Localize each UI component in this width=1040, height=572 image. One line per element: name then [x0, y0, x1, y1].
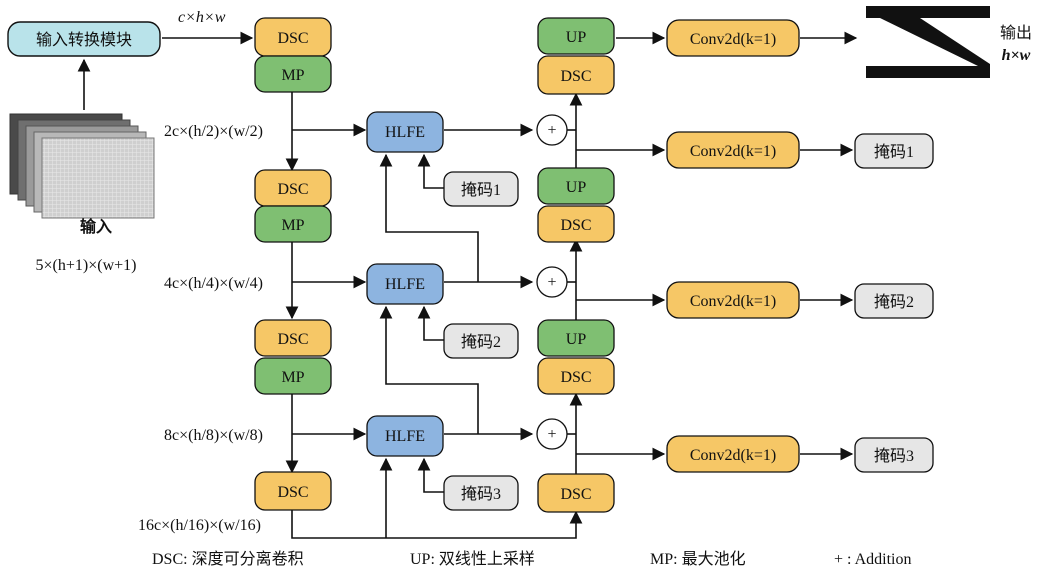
- decoder: UP DSC UP DSC UP DSC DSC: [537, 17, 615, 513]
- arrow-mask1-hlfe: [417, 153, 444, 189]
- dec-dsc-3-label: DSC: [560, 369, 591, 386]
- dim-label-1: 2c×(h/2)×(w/2): [164, 123, 263, 140]
- enc-dsc-bottleneck: [254, 471, 332, 511]
- enc-mp-1-label: MP: [281, 67, 304, 84]
- dec-dsc-3: [537, 357, 615, 395]
- dec-up-3-label: UP: [566, 331, 587, 348]
- mask-outputs: 掩码1 掩码2 掩码3: [854, 133, 934, 473]
- legend-mp: MP: 最大池化: [650, 550, 746, 568]
- input-dims: 5×(h+1)×(w+1): [36, 257, 137, 274]
- dim-label-0: c×h×w: [178, 9, 226, 26]
- dim-label-4: 16c×(h/16)×(w/16): [138, 517, 261, 534]
- hlfe-3-label: HLFE: [385, 428, 425, 445]
- enc-dsc-bottleneck-label: DSC: [277, 484, 308, 501]
- mask-out-2: [854, 283, 934, 319]
- input-image-stack: [9, 113, 155, 219]
- dec-up-1-label: UP: [566, 29, 587, 46]
- mask-out-3: [854, 437, 934, 473]
- mask-in-3-label: 掩码3: [461, 485, 501, 503]
- hlfe-2: [366, 263, 444, 305]
- mask-in-2-label: 掩码2: [461, 333, 501, 351]
- addition-nodes: + + +: [536, 114, 568, 450]
- plus-node-1-label: +: [547, 122, 556, 139]
- dec-up-1: [537, 17, 615, 55]
- input-module-box: [7, 21, 161, 57]
- plus-node-2-label: +: [547, 274, 556, 291]
- conv-heads: Conv2d(k=1) Conv2d(k=1) Conv2d(k=1) Conv…: [666, 19, 800, 473]
- input-label: 输入: [80, 217, 112, 236]
- enc-mp-3: [254, 357, 332, 395]
- output-dims: h×w: [1002, 47, 1031, 64]
- dec-dsc-2: [537, 205, 615, 243]
- hlfe-2-label: HLFE: [385, 276, 425, 293]
- output-label: 输出: [1000, 24, 1032, 42]
- enc-dsc-1-label: DSC: [277, 30, 308, 47]
- enc-mp-2: [254, 205, 332, 243]
- mask-in-2: [443, 323, 519, 359]
- dec-dsc-2-label: DSC: [560, 217, 591, 234]
- dim-label-2: 4c×(h/4)×(w/4): [164, 275, 263, 292]
- mask-in-1-label: 掩码1: [461, 181, 501, 199]
- conv-head-output-label: Conv2d(k=1): [690, 31, 776, 48]
- input-module-label: 输入转换模块: [36, 31, 132, 49]
- mask-out-2-label: 掩码2: [874, 293, 914, 311]
- dec-dsc-4: [537, 473, 615, 513]
- enc-dsc-2-label: DSC: [277, 181, 308, 198]
- hlfe-1-label: HLFE: [385, 124, 425, 141]
- hlfe-3: [366, 415, 444, 457]
- arrow-bottleneck-to-decoder: [291, 510, 583, 539]
- hlfe-blocks: HLFE HLFE HLFE: [366, 111, 444, 457]
- mask-in-1: [443, 171, 519, 207]
- mask-out-3-label: 掩码3: [874, 447, 914, 465]
- connectors: [77, 31, 858, 539]
- enc-dsc-3: [254, 319, 332, 357]
- dec-up-2-label: UP: [566, 179, 587, 196]
- dim-label-3: 8c×(h/8)×(w/8): [164, 427, 263, 444]
- mask-out-1: [854, 133, 934, 169]
- conv-head-1: [666, 131, 800, 169]
- conv-head-3-label: Conv2d(k=1): [690, 447, 776, 464]
- dec-up-2: [537, 167, 615, 205]
- conv-head-2: [666, 281, 800, 319]
- enc-mp-3-label: MP: [281, 369, 304, 386]
- arrow-mask3-hlfe: [417, 457, 444, 493]
- mask-inputs: 掩码1 掩码2 掩码3: [443, 171, 519, 511]
- dec-dsc-4-label: DSC: [560, 486, 591, 503]
- legend: DSC: 深度可分离卷积 UP: 双线性上采样 MP: 最大池化 + : Add…: [152, 550, 911, 568]
- arrow-mask2-hlfe: [417, 305, 444, 341]
- enc-dsc-3-label: DSC: [277, 331, 308, 348]
- legend-add: + : Addition: [834, 551, 911, 568]
- dec-dsc-1-label: DSC: [560, 68, 591, 85]
- legend-dsc: DSC: 深度可分离卷积: [152, 550, 304, 568]
- encoder: DSC MP DSC MP DSC MP DSC: [254, 17, 332, 511]
- mask-in-3: [443, 475, 519, 511]
- conv-head-1-label: Conv2d(k=1): [690, 143, 776, 160]
- mask-out-1-label: 掩码1: [874, 143, 914, 161]
- arrow-hlfe2-to-hlfe1: [379, 153, 479, 282]
- enc-mp-2-label: MP: [281, 217, 304, 234]
- enc-mp-1: [254, 55, 332, 93]
- plus-node-3-label: +: [547, 426, 556, 443]
- dec-up-3: [537, 319, 615, 357]
- legend-up: UP: 双线性上采样: [410, 550, 535, 568]
- dec-dsc-1: [537, 55, 615, 95]
- conv-head-output: [666, 19, 800, 57]
- output-shape-image: [866, 6, 990, 78]
- hlfe-1: [366, 111, 444, 153]
- arrow-hlfe3-to-hlfe2: [379, 305, 479, 434]
- conv-head-3: [666, 435, 800, 473]
- conv-head-2-label: Conv2d(k=1): [690, 293, 776, 310]
